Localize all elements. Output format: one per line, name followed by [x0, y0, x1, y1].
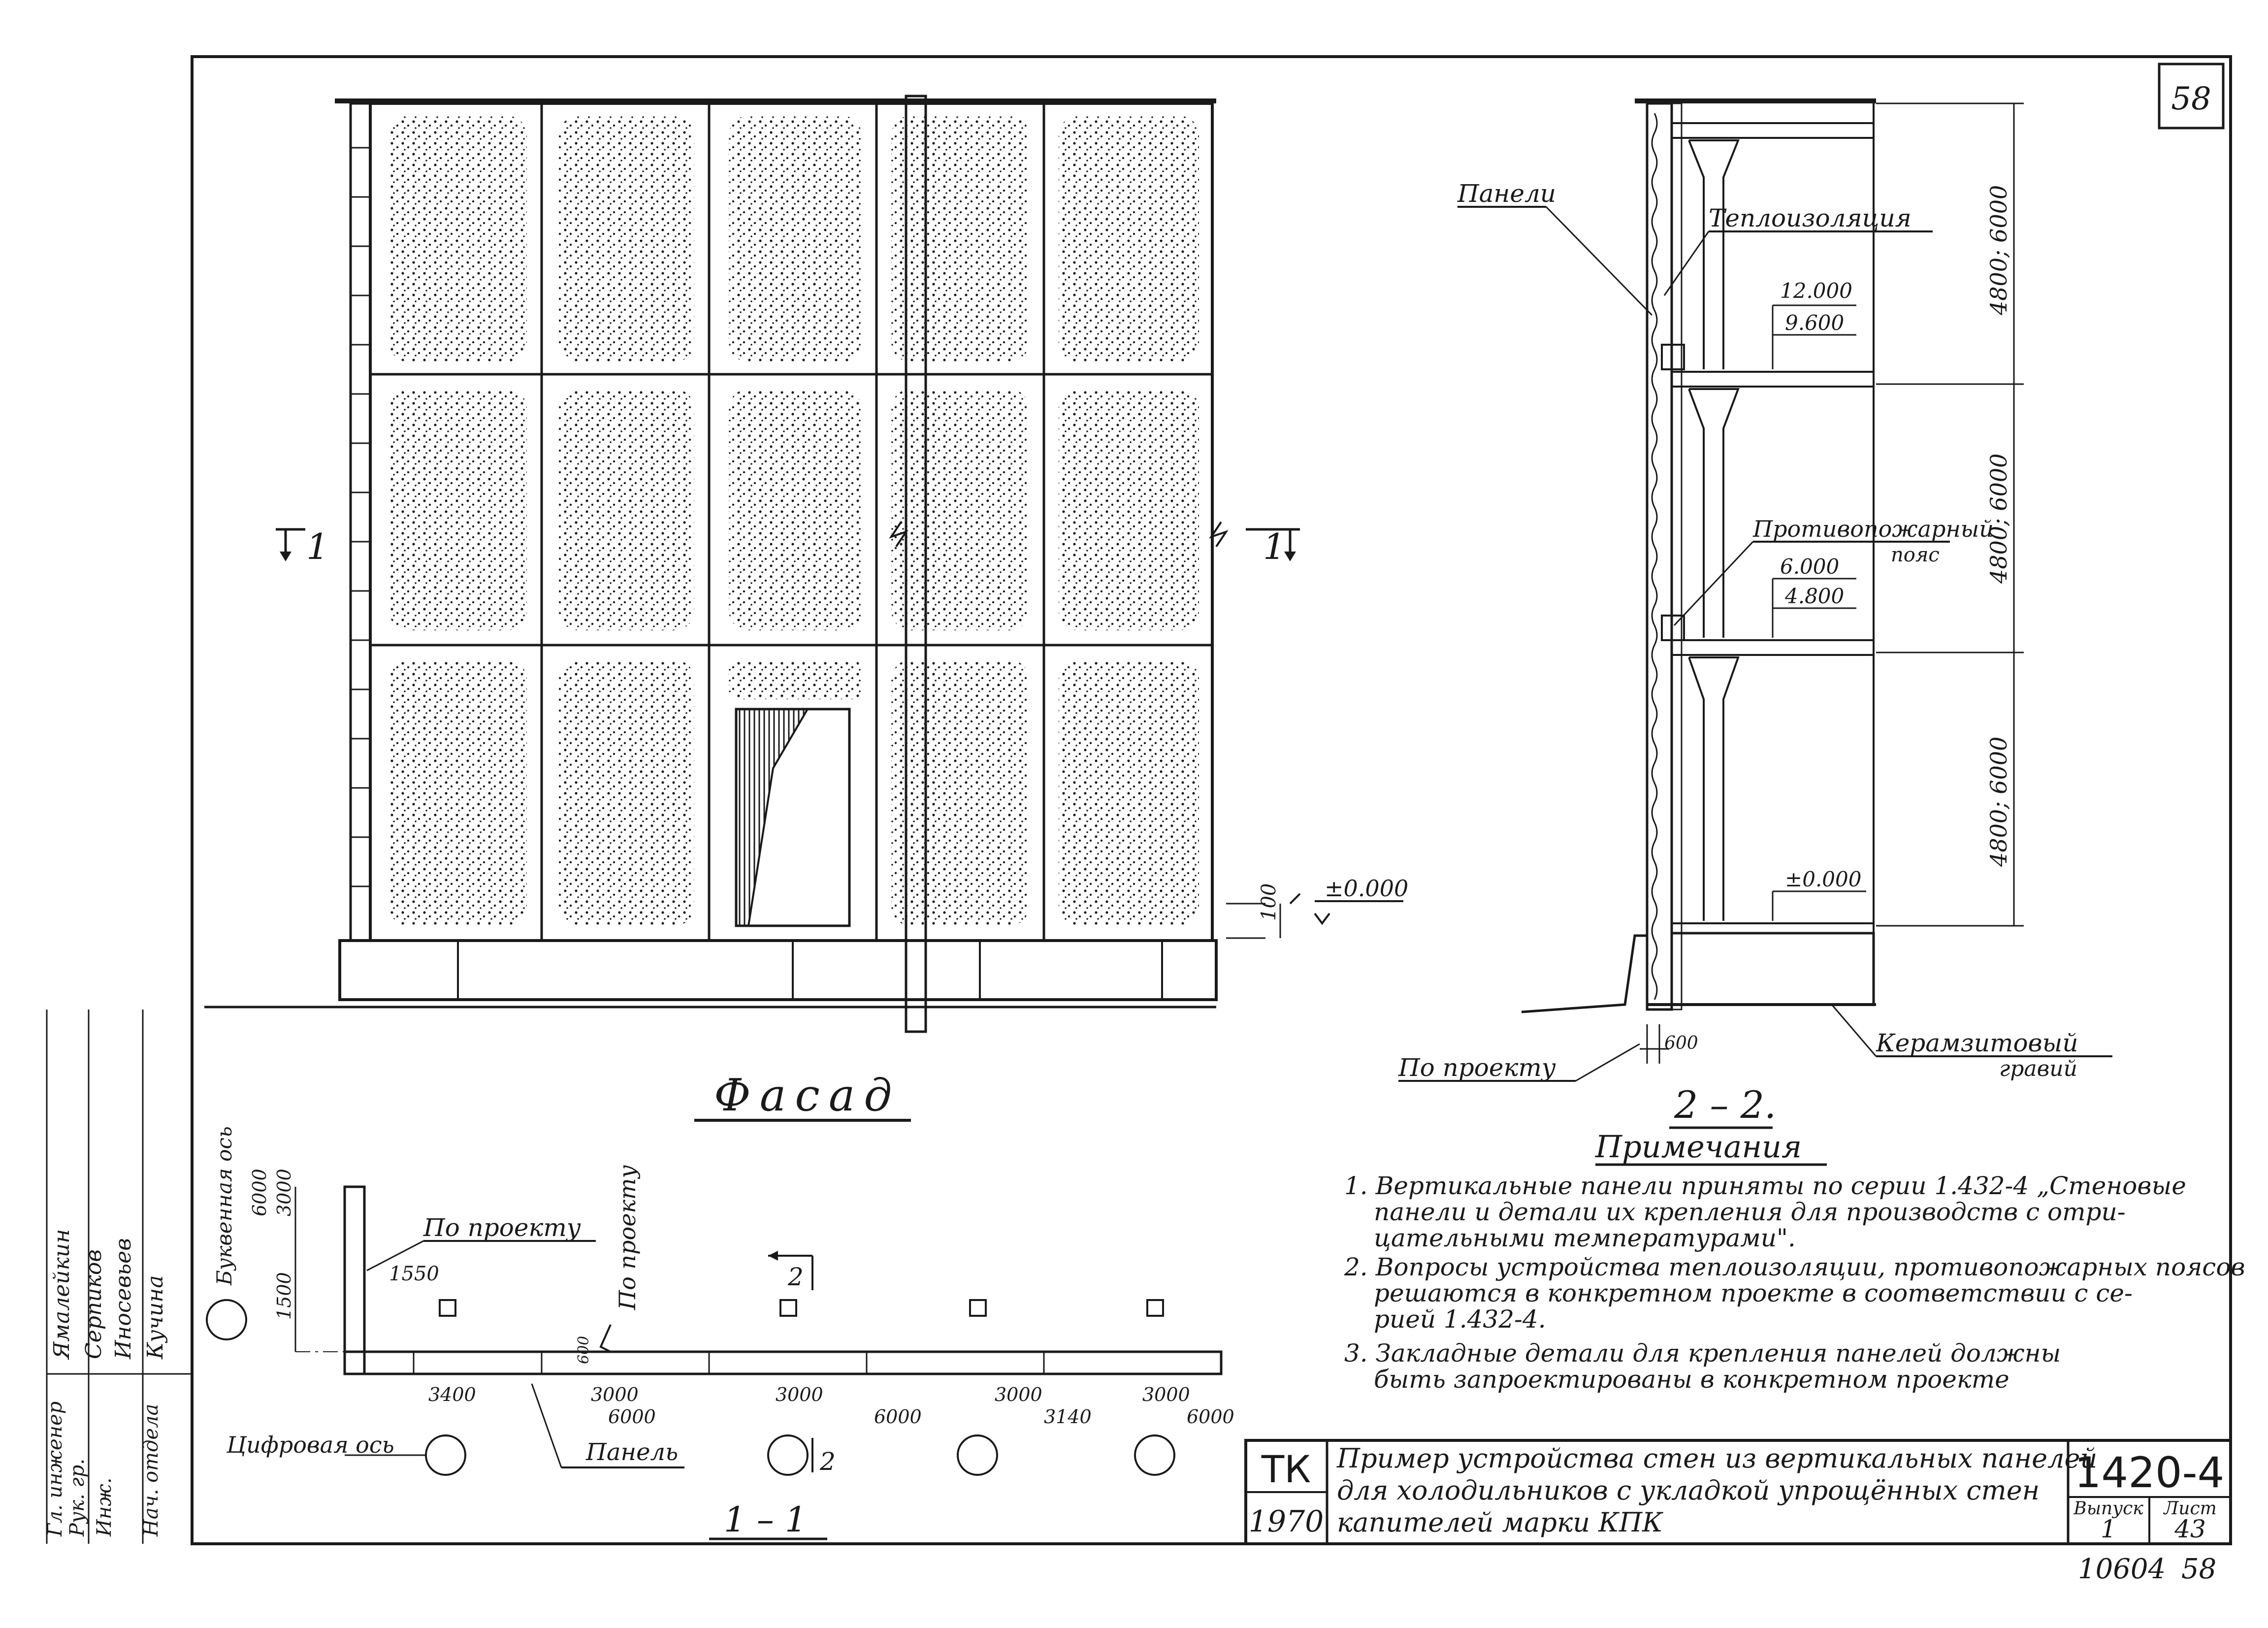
svg-text:±0.000: ±0.000	[1785, 867, 1861, 891]
section-mark-2-top: 2	[768, 1251, 813, 1291]
svg-text:6000: 6000	[1187, 1406, 1234, 1428]
svg-text:3400: 3400	[428, 1384, 476, 1405]
sheet-number: 58	[2171, 81, 2211, 117]
label-panels: Панели	[1457, 179, 1556, 208]
svg-text:Ямалейкин: Ямалейкин	[49, 1229, 74, 1360]
svg-text:3000: 3000	[995, 1384, 1042, 1405]
svg-text:3000: 3000	[591, 1384, 639, 1405]
approval-stamp: Гл. инженер Рук. гр. Инж. Нач. отдела Ям…	[44, 1009, 192, 1544]
svg-text:рией 1.432-4.: рией 1.432-4.	[1374, 1305, 1546, 1334]
tk-label: ТК	[1261, 1447, 1311, 1491]
svg-text:4.800: 4.800	[1784, 584, 1844, 608]
section-mark-right: 1	[1246, 526, 1300, 567]
svg-text:капителей марки КПК: капителей марки КПК	[1337, 1507, 1663, 1538]
svg-text:6000: 6000	[608, 1406, 656, 1428]
svg-text:6000: 6000	[874, 1406, 922, 1428]
svg-text:панели и детали их крепления д: панели и детали их крепления для произво…	[1374, 1198, 2126, 1226]
label-by-project-1: По проекту	[423, 1213, 581, 1242]
svg-text:43: 43	[2174, 1515, 2206, 1543]
svg-text:гравий: гравий	[1999, 1056, 2077, 1081]
svg-text:3140: 3140	[1044, 1406, 1092, 1428]
facade-elevation-mark: 100 ±0.000	[1226, 875, 1408, 939]
notes-block: Примечания 1. Вертикальные панели принят…	[1344, 1129, 2245, 1394]
svg-text:пояс: пояс	[1891, 544, 1940, 566]
svg-text:2. Вопросы устройства теплоизо: 2. Вопросы устройства теплоизоляции, про…	[1344, 1253, 2245, 1281]
svg-text:Лист: Лист	[2163, 1498, 2217, 1519]
svg-text:2: 2	[787, 1263, 804, 1291]
sheet-number-box: 58	[2158, 63, 2225, 130]
svg-text:6.000: 6.000	[1780, 554, 1839, 579]
facade-title: Фасад	[714, 1070, 901, 1121]
svg-text:для холодильников с укладкой у: для холодильников с укладкой упрощённых …	[1337, 1475, 2040, 1506]
label-insulation: Теплоизоляция	[1709, 204, 1912, 232]
facade-door	[735, 708, 851, 927]
svg-text:3000: 3000	[1142, 1384, 1190, 1405]
section-1-1: Буквенная ось 3000 6000 1500 По проекту …	[206, 1126, 1234, 1540]
svg-text:100: 100	[1258, 883, 1280, 921]
label-fire-belt: Противопожарный	[1752, 516, 1994, 542]
year-label: 1970	[1249, 1504, 1324, 1539]
svg-text:3000: 3000	[273, 1169, 295, 1216]
svg-text:решаются в конкретном проекте: решаются в конкретном проекте в соответс…	[1374, 1279, 2133, 1307]
series-number: 1420-4	[2074, 1448, 2225, 1498]
svg-text:цательными температурами".: цательными температурами".	[1374, 1224, 1796, 1252]
svg-text:Серпиков: Серпиков	[81, 1249, 106, 1359]
svg-text:быть запроектированы в конкрет: быть запроектированы в конкретном проект…	[1374, 1365, 2009, 1394]
svg-text:3. Закладные детали для крепле: 3. Закладные детали для крепления панеле…	[1344, 1339, 2061, 1368]
plan-bottom-dims: 3400 3000 6000 3000 6000 3000 3140 3000 …	[428, 1384, 1234, 1428]
svg-text:600: 600	[575, 1336, 592, 1364]
section-mark-left: 1	[276, 526, 329, 567]
label-by-project: По проекту	[1398, 1053, 1556, 1082]
section-mark-2-bottom: 2	[811, 1438, 836, 1476]
svg-text:1500: 1500	[273, 1272, 295, 1320]
label-letter-axis: Буквенная ось	[212, 1126, 236, 1286]
svg-text:Нач. отдела: Нач. отдела	[140, 1404, 162, 1537]
svg-text:4800; 6000: 4800; 6000	[1985, 737, 2012, 867]
plan-columns	[439, 1299, 1164, 1317]
svg-text:3000: 3000	[776, 1384, 823, 1405]
section-2-2: 4800; 6000 4800; 6000 4800; 6000 Панели …	[1398, 98, 2112, 1129]
svg-text:Инж.: Инж.	[93, 1478, 116, 1537]
svg-text:1: 1	[2101, 1515, 2116, 1543]
svg-text:9.600: 9.600	[1785, 311, 1844, 335]
floor-height-dims: 4800; 6000 4800; 6000 4800; 6000	[1876, 102, 2024, 927]
facade-elevation: 1 1 100 ±0.000 Фасад	[204, 95, 1408, 1122]
svg-text:Иносевьев: Иносевьев	[111, 1238, 136, 1360]
svg-text:1. Вертикальные панели приняты: 1. Вертикальные панели приняты по серии …	[1344, 1172, 2186, 1200]
svg-text:1: 1	[1263, 526, 1286, 567]
svg-text:Рук. гр.: Рук. гр.	[66, 1459, 89, 1537]
panel-fields	[389, 116, 1199, 926]
svg-text:±0.000: ±0.000	[1325, 875, 1408, 902]
label-by-project-2: По проекту	[614, 1165, 641, 1310]
footer-number: 10604	[2078, 1553, 2166, 1585]
svg-text:4800; 6000: 4800; 6000	[1985, 185, 2012, 316]
svg-text:Гл. инженер: Гл. инженер	[44, 1401, 66, 1537]
svg-text:4800; 6000: 4800; 6000	[1985, 454, 2012, 584]
svg-text:1550: 1550	[389, 1263, 439, 1285]
notes-title: Примечания	[1595, 1129, 1802, 1165]
svg-text:600: 600	[1664, 1033, 1698, 1053]
sheet-frame	[191, 55, 2232, 1545]
svg-text:Выпуск: Выпуск	[2073, 1498, 2143, 1519]
svg-text:12.000: 12.000	[1780, 279, 1852, 303]
svg-text:Кучина: Кучина	[143, 1275, 168, 1360]
section-2-2-title: 2 – 2.	[1674, 1083, 1776, 1127]
footer-page: 58	[2181, 1553, 2216, 1585]
label-gravel: Керамзитовый	[1876, 1029, 2078, 1057]
svg-text:1: 1	[306, 526, 329, 567]
svg-text:Пример устройства стен из верт: Пример устройства стен из вертикальных п…	[1336, 1443, 2097, 1474]
title-block: ТК 1970 Пример устройства стен из вертик…	[1244, 1439, 2232, 1545]
svg-text:6000: 6000	[249, 1169, 270, 1216]
svg-text:2: 2	[819, 1447, 836, 1476]
label-digit-axis: Цифровая ось	[226, 1432, 394, 1458]
section-1-1-title: 1 – 1	[724, 1499, 807, 1540]
columns-with-capitals	[1688, 139, 1740, 921]
label-panel: Панель	[585, 1438, 678, 1466]
